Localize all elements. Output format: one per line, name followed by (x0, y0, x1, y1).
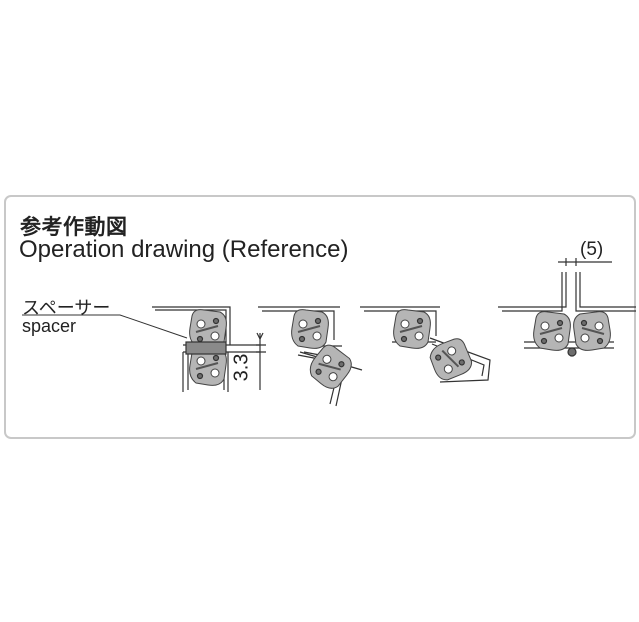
gap-dimension-label: (5) (580, 239, 604, 260)
spacer-label-english: spacer (22, 316, 77, 336)
spacer-leader-line (22, 314, 188, 339)
stage-3-ninety (360, 306, 491, 387)
spacer-shape (185, 341, 227, 355)
stage-4-open (498, 258, 636, 357)
stage-1-closed (152, 306, 266, 392)
title-english: Operation drawing (Reference) (19, 236, 349, 263)
stage-2-opening (258, 306, 363, 407)
spacer-label-japanese: スペーサー (22, 298, 111, 318)
title-japanese: 参考作動図 (20, 215, 128, 239)
